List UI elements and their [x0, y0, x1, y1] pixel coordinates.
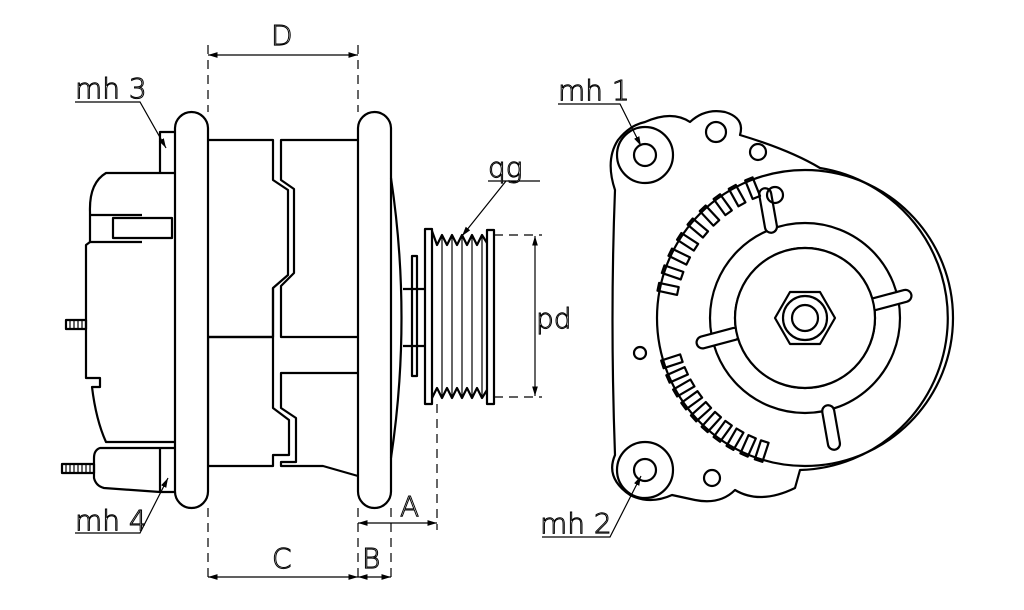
shaft-end — [790, 303, 820, 333]
rear-cover — [84, 171, 175, 444]
spokes — [695, 187, 913, 451]
cover-slot-lines — [90, 213, 142, 244]
mh1-label: mh 1 — [558, 74, 630, 107]
stator-upper-left — [208, 138, 290, 339]
vent-slot — [680, 390, 704, 411]
vent-slot — [665, 366, 689, 384]
stator-upper-right — [279, 138, 358, 339]
vent-slot — [725, 427, 745, 451]
hole — [632, 345, 648, 361]
front-dome — [389, 177, 403, 459]
shaft — [403, 287, 425, 348]
vent-slot — [686, 217, 710, 239]
vent-slot — [700, 410, 723, 434]
vent-slot — [712, 193, 733, 217]
vent-slot — [660, 264, 685, 281]
dim-D-label: D — [271, 19, 293, 52]
vent-slot — [698, 204, 721, 227]
end-plate — [609, 110, 949, 503]
front-flange — [356, 110, 393, 510]
mh2-label: mh 2 — [540, 507, 612, 540]
vent-slot — [660, 353, 684, 370]
mh3-label: mh 3 — [75, 72, 147, 105]
hole — [704, 120, 728, 144]
vent-slot — [744, 176, 762, 201]
front-view — [609, 110, 955, 503]
connector-slot — [111, 216, 174, 240]
mh1-hole — [632, 142, 658, 168]
hole — [748, 142, 768, 162]
mh2-hole — [632, 457, 658, 483]
rear-flange — [173, 110, 210, 510]
vent-slot — [672, 378, 696, 398]
housing-circle — [655, 168, 955, 468]
dim-B-label: B — [362, 542, 380, 575]
side-view — [60, 110, 496, 510]
vent-slot — [667, 247, 692, 266]
dim-pd-label: pd — [536, 302, 572, 335]
qg-label: qg — [488, 151, 523, 184]
fan-circle — [708, 221, 902, 415]
vent-slot — [675, 231, 700, 252]
shaft-nut — [773, 290, 837, 346]
vent-slot — [739, 434, 757, 458]
vent-slots — [656, 176, 770, 463]
dimensions: D C B A pd qg mh 3 mh 4 mh 1 mh 2 — [75, 19, 642, 582]
stator-lower-left — [208, 288, 291, 468]
hole — [702, 468, 722, 488]
dim-C-label: C — [272, 542, 292, 575]
stator-lower-right — [279, 371, 359, 478]
mount-tab-top — [158, 130, 175, 173]
vent-slot — [656, 281, 680, 296]
dim-A-label: A — [400, 490, 419, 523]
bottom-terminal — [92, 446, 175, 494]
vent-slot — [727, 183, 747, 208]
vent-slot — [712, 419, 733, 443]
vent-slot — [689, 400, 713, 423]
mh4-label: mh 4 — [75, 504, 147, 537]
washer — [410, 254, 419, 378]
pulley — [423, 227, 496, 406]
terminal-stud-top — [64, 318, 88, 331]
vent-slot — [753, 439, 770, 463]
